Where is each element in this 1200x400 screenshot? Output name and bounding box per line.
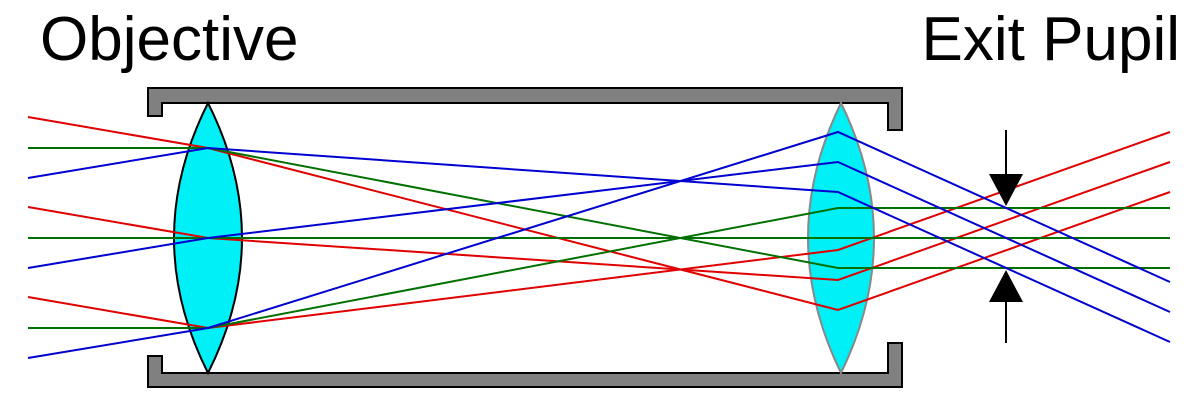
ray-red-middle	[27, 161, 1171, 282]
exit-pupil-marker	[989, 130, 1023, 343]
ray-blue-bottom	[27, 130, 1171, 359]
ray-blue-top	[27, 146, 1171, 343]
exit-pupil-bottom-arrowhead-icon	[989, 270, 1023, 302]
telescope-tube	[147, 87, 903, 388]
exit-pupil-label: Exit Pupil	[922, 5, 1180, 74]
objective-label: Objective	[40, 5, 298, 74]
tube-top-wall	[147, 87, 903, 131]
rays-blue	[27, 130, 1171, 359]
ray-blue-middle	[27, 160, 1171, 313]
tube-bottom-wall	[147, 342, 903, 388]
exit-pupil-top-arrowhead-icon	[989, 174, 1023, 206]
